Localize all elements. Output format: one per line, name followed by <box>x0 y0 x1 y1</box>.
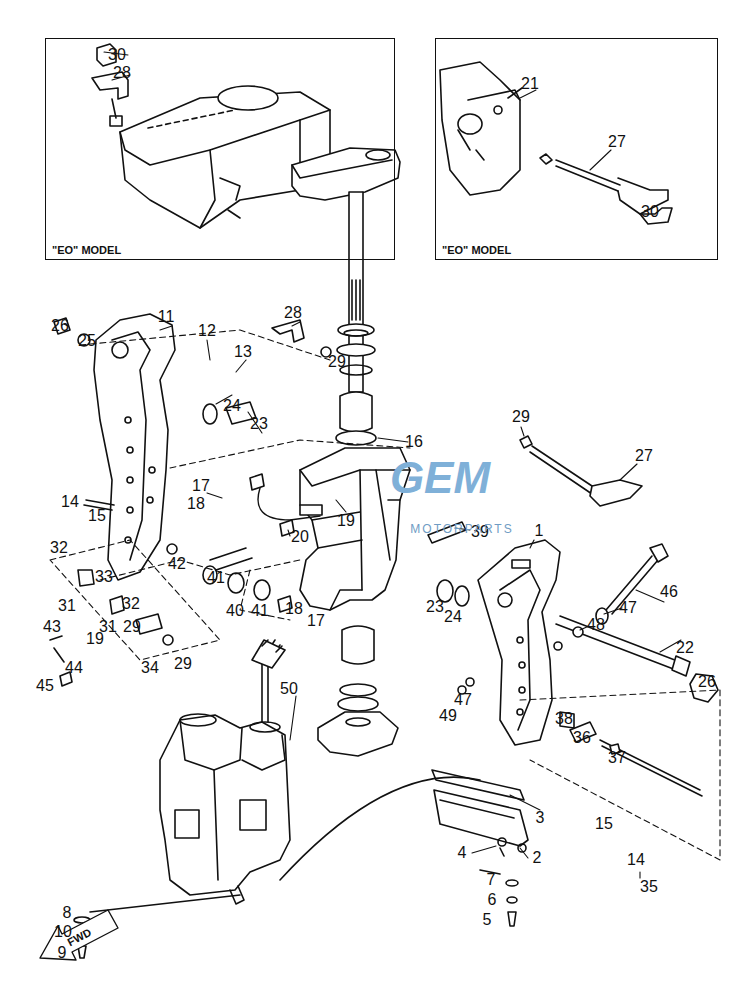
callout-number: 27 <box>606 133 628 151</box>
callout-number: 18 <box>283 600 305 618</box>
callout-number: 21 <box>519 75 541 93</box>
callout-number: 1 <box>533 522 546 540</box>
callout-number: 37 <box>606 749 628 767</box>
inset-left-sketch <box>92 44 330 228</box>
inset-box: "EO" MODEL <box>45 38 395 260</box>
callout-number: 41 <box>249 602 271 620</box>
callout-number: 9 <box>56 944 69 962</box>
callout-number: 48 <box>585 616 607 634</box>
tilt-cylinder <box>74 640 480 958</box>
callout-number: 29 <box>172 655 194 673</box>
bushings <box>167 402 469 606</box>
left-clamp-bracket <box>54 314 175 580</box>
callout-number: 47 <box>452 691 474 709</box>
tilt-lever <box>272 320 642 506</box>
inset-box: "EO" MODEL <box>435 38 718 260</box>
callout-number: 24 <box>442 608 464 626</box>
callout-number: 4 <box>456 844 469 862</box>
callout-number: 12 <box>196 322 218 340</box>
inset-right-sketch <box>440 62 672 224</box>
leader-lines <box>64 52 681 878</box>
callout-number: 6 <box>486 891 499 909</box>
callout-number: 47 <box>617 599 639 617</box>
callout-number: 25 <box>76 332 98 350</box>
callout-number: 26 <box>49 317 71 335</box>
callout-number: 17 <box>305 612 327 630</box>
callout-number: 35 <box>638 878 660 896</box>
callout-number: 41 <box>205 569 227 587</box>
callout-number: 2 <box>531 849 544 867</box>
steering-shaft <box>292 148 400 445</box>
right-clamp-bracket <box>478 540 560 745</box>
callout-number: 20 <box>289 528 311 546</box>
callout-number: 28 <box>111 64 133 82</box>
callout-number: 14 <box>59 493 81 511</box>
callout-number: 30 <box>639 203 661 221</box>
callout-number: 16 <box>403 433 425 451</box>
callout-number: 27 <box>633 447 655 465</box>
callout-number: 38 <box>553 710 575 728</box>
watermark: GEM <box>388 455 492 501</box>
bracket-35 <box>570 722 702 796</box>
assembly-lines <box>50 330 720 860</box>
callout-number: 29 <box>510 408 532 426</box>
callout-number: 32 <box>48 539 70 557</box>
small-hardware <box>50 474 320 686</box>
callout-number: 26 <box>696 673 718 691</box>
callout-number: 19 <box>335 512 357 530</box>
callout-number: 32 <box>120 595 142 613</box>
callout-number: 45 <box>34 677 56 695</box>
inset-caption: "EO" MODEL <box>442 244 511 256</box>
callout-number: 30 <box>106 46 128 64</box>
callout-number: 24 <box>221 397 243 415</box>
callout-number: 29 <box>121 618 143 636</box>
callout-number: 14 <box>625 851 647 869</box>
anode-plates <box>432 770 528 926</box>
callout-number: 15 <box>593 815 615 833</box>
callout-number: 17 <box>190 477 212 495</box>
callout-number: 23 <box>248 415 270 433</box>
callout-number: 28 <box>282 304 304 322</box>
callout-number: 36 <box>571 729 593 747</box>
callout-number: 23 <box>424 598 446 616</box>
through-tube <box>458 544 718 728</box>
lower-mount <box>318 626 398 756</box>
callout-number: 46 <box>658 583 680 601</box>
callout-number: 13 <box>232 343 254 361</box>
callout-number: 40 <box>224 602 246 620</box>
callout-number: 11 <box>156 308 177 326</box>
callout-number: 33 <box>93 568 115 586</box>
callout-number: 31 <box>56 597 78 615</box>
callout-number: 29 <box>326 353 348 371</box>
callout-number: 5 <box>481 911 494 929</box>
forward-arrow <box>40 910 118 960</box>
callout-number: 22 <box>674 639 696 657</box>
watermark: MOTORPARTS <box>408 522 515 536</box>
callout-number: 7 <box>485 871 498 889</box>
callout-number: 15 <box>86 507 108 525</box>
callout-number: 34 <box>139 659 161 677</box>
callout-number: 18 <box>185 495 207 513</box>
callout-number: 50 <box>278 680 300 698</box>
callout-number: 49 <box>437 707 459 725</box>
callout-number: 44 <box>63 659 85 677</box>
callout-number: 3 <box>534 809 547 827</box>
callout-number: 42 <box>166 555 188 573</box>
callout-number: 19 <box>84 630 106 648</box>
callout-number: 43 <box>41 618 63 636</box>
callout-number: 8 <box>61 904 74 922</box>
inset-caption: "EO" MODEL <box>52 244 121 256</box>
